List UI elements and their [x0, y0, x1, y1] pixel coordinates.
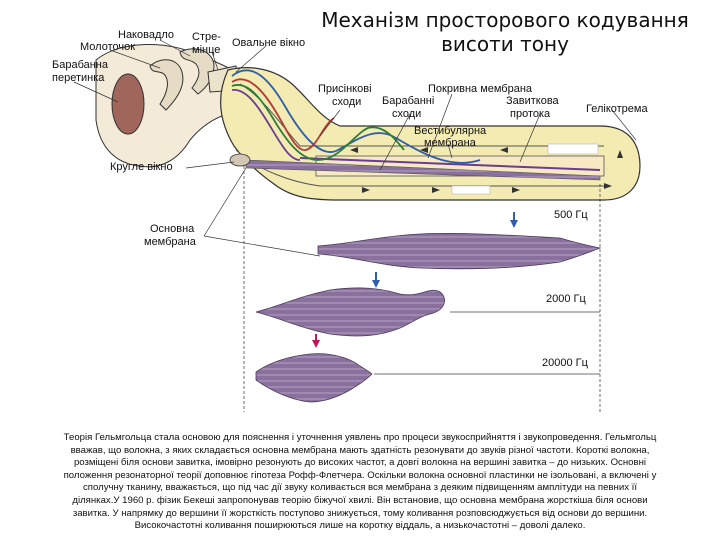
- envelope-2000hz: [255, 272, 600, 337]
- label-tympanic-2: перетинка: [52, 72, 105, 84]
- label-oval-window: Овальне вікно: [232, 37, 305, 49]
- label-tectorial: Покривна мембрана: [428, 83, 533, 95]
- caption-line: положення резонаторної теорії доповнює г…: [63, 469, 657, 481]
- label-500hz: 500 Гц: [554, 209, 588, 221]
- cochlea-diagram: Наковадло Стре- мінце Молоточок Овальне …: [52, 29, 648, 412]
- caption-line: Високочастотні коливання поширюються лиш…: [134, 520, 586, 532]
- cochlea: [220, 67, 641, 201]
- label-2000hz: 2000 Гц: [546, 293, 586, 305]
- structure-labels: Наковадло Стре- мінце Молоточок Овальне …: [52, 29, 648, 248]
- label-basilar-1: Основна: [150, 223, 195, 235]
- title-line-2: висоти тону: [441, 32, 569, 56]
- frequency-labels: 500 Гц 2000 Гц 20000 Гц: [542, 209, 589, 369]
- caption-line: розміщені біля основи завитка, імовірно …: [73, 457, 647, 469]
- label-incus: Наковадло: [118, 29, 174, 41]
- envelope-20000hz: [255, 334, 600, 403]
- round-window: [229, 153, 251, 167]
- tectorial-membrane: [299, 157, 601, 171]
- caption-line: завитка. У напрямку до вершини її жорстк…: [72, 507, 648, 519]
- caption-line: ділянках.У 1960 р. фізик Бекеші запропон…: [72, 494, 648, 506]
- label-basilar-2: мембрана: [144, 236, 197, 248]
- label-stapes-2: мінце: [192, 44, 220, 56]
- travelling-waves: [231, 69, 481, 164]
- label-20000hz: 20000 Гц: [542, 357, 589, 369]
- label-vestibular-2: мембрана: [424, 137, 477, 149]
- label-scala-vestibuli-1: Присінкові: [318, 83, 372, 95]
- wave-purple: [231, 89, 301, 161]
- caption-paragraph: Теорія Гельмгольца стала основою для поя…: [14, 432, 706, 533]
- diagram-title: Механізм просторового кодування висоти т…: [300, 8, 710, 56]
- title-line-1: Механізм просторового кодування: [321, 8, 689, 32]
- label-malleus: Молоточок: [80, 41, 135, 53]
- label-vestibular-1: Вестибулярна: [414, 125, 487, 137]
- label-round-window: Кругле вікно: [110, 161, 173, 173]
- label-scala-tympani-2: сходи: [392, 108, 421, 120]
- label-scala-vestibuli-2: сходи: [332, 96, 361, 108]
- caption-line: Теорія Гельмгольца стала основою для поя…: [63, 432, 657, 443]
- caption-line: вважав, що волокна, з яких складається о…: [70, 444, 650, 456]
- flow-arrows: [350, 147, 623, 193]
- incus: [179, 48, 215, 95]
- wave-red: [231, 78, 335, 151]
- label-stapes-1: Стре-: [192, 31, 221, 43]
- basilar-membrane: [245, 159, 601, 181]
- malleus: [149, 59, 184, 111]
- label-tympanic-1: Барабанна: [52, 59, 109, 71]
- label-scala-tympani-1: Барабанні: [382, 95, 434, 107]
- tympanic-membrane: [111, 73, 145, 135]
- wave-blue: [231, 69, 481, 164]
- scale-box-2: [451, 185, 491, 195]
- wave-green: [231, 84, 405, 161]
- middle-ear: [95, 43, 263, 168]
- scale-box-1: [547, 143, 599, 155]
- caption-line: сполучну тканину, вважається, що під час…: [83, 482, 637, 494]
- label-cochlear-duct-2: протока: [510, 108, 551, 120]
- envelope-500hz: [317, 212, 602, 270]
- label-helicotrema: Гелікотрема: [586, 103, 648, 115]
- label-cochlear-duct-1: Завиткова: [506, 95, 560, 107]
